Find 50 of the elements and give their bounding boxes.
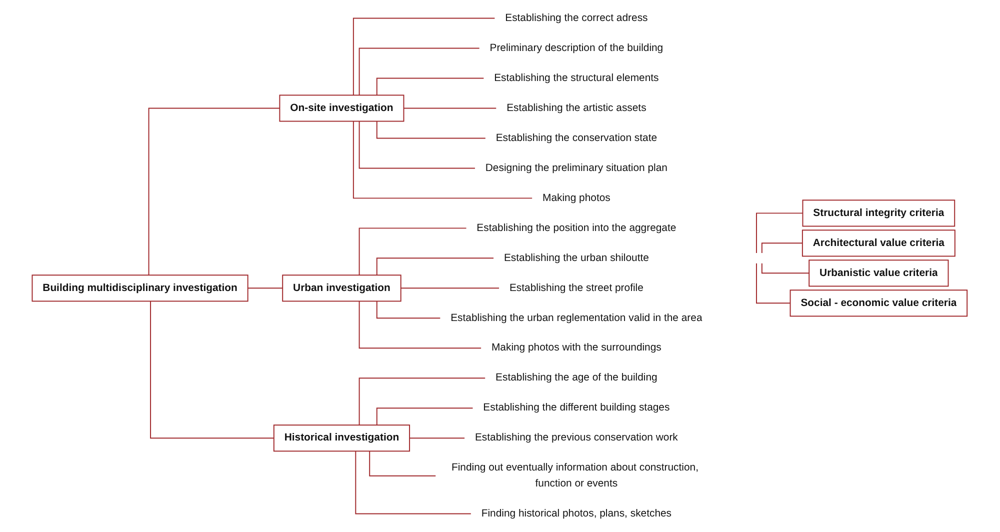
node-text: Establishing the structural elements (494, 72, 660, 84)
connector (376, 78, 484, 96)
connector (359, 120, 476, 169)
connector (359, 378, 486, 426)
connector (376, 258, 494, 276)
connector (376, 120, 486, 139)
node-text: Establishing the street profile (510, 282, 644, 294)
node-text: Establishing the correct adress (505, 12, 648, 24)
node-box (274, 424, 410, 452)
tree-diagram: Building multidisciplinary investigation On-site investigation Establishing the correct adress Preliminary description of the building Establishing the structural elements Establishing the artistic assets Establishing the conservation state Designing the preliminary situation plan Making photos Urban investigation Establishing the position into the aggregate Establishing the urban shiloutte Establishing the street profile Establishing the urban reglementation valid in the area Making photos with the surroundings Historical investigation Establishing the age of the building Establishing the different building stages Establishing the previous conservation work Finding out eventually information about construction, function or events Finding historical photos, plans, sketches Structural integrity criteria Architectural value criteria Urbanistic value criteria Social - economic value criteria (27, 0, 973, 532)
node-text: Establishing the urban reglementation valid in the area (450, 312, 703, 324)
connector (353, 120, 533, 199)
node-text: Making photos (542, 192, 611, 204)
connector (376, 408, 474, 426)
node-text: Designing the preliminary situation plan (486, 162, 668, 174)
connector (409, 438, 466, 439)
connector (756, 262, 792, 304)
node-text: Establishing the previous conservation work (475, 432, 678, 444)
node-text: Finding out eventually information about construction, function or events (452, 462, 699, 489)
node-text: Establishing the different building stages (484, 402, 670, 414)
node-box (808, 260, 950, 287)
node-box (32, 274, 249, 302)
node-text: Making photos with the surroundings (492, 342, 662, 354)
connector (762, 242, 804, 254)
connector (404, 108, 497, 109)
connector (359, 228, 468, 276)
connector (359, 48, 480, 96)
connector (369, 450, 436, 476)
connector (353, 18, 496, 96)
connector (376, 300, 441, 319)
node-text: Finding historical photos, plans, sketches (482, 508, 672, 519)
connector (756, 212, 804, 254)
node-text: Establishing the urban shiloutte (504, 252, 650, 264)
node-box (802, 230, 956, 257)
node-text: Establishing the position into the aggregate (477, 222, 677, 234)
node-box (282, 274, 402, 302)
connector (400, 288, 500, 289)
node-text: Preliminary description of the building (490, 42, 664, 54)
connector (356, 450, 472, 514)
node-box (802, 200, 956, 227)
connector (248, 288, 284, 289)
node-text: Establishing the artistic assets (506, 102, 647, 114)
connector (150, 300, 275, 439)
connector (148, 108, 281, 276)
node-box (280, 94, 405, 122)
node-text: Establishing the age of the building (496, 372, 658, 384)
node-box (790, 290, 968, 317)
connector (359, 300, 482, 349)
connector (762, 262, 810, 274)
node-text: Establishing the conservation state (496, 132, 658, 144)
